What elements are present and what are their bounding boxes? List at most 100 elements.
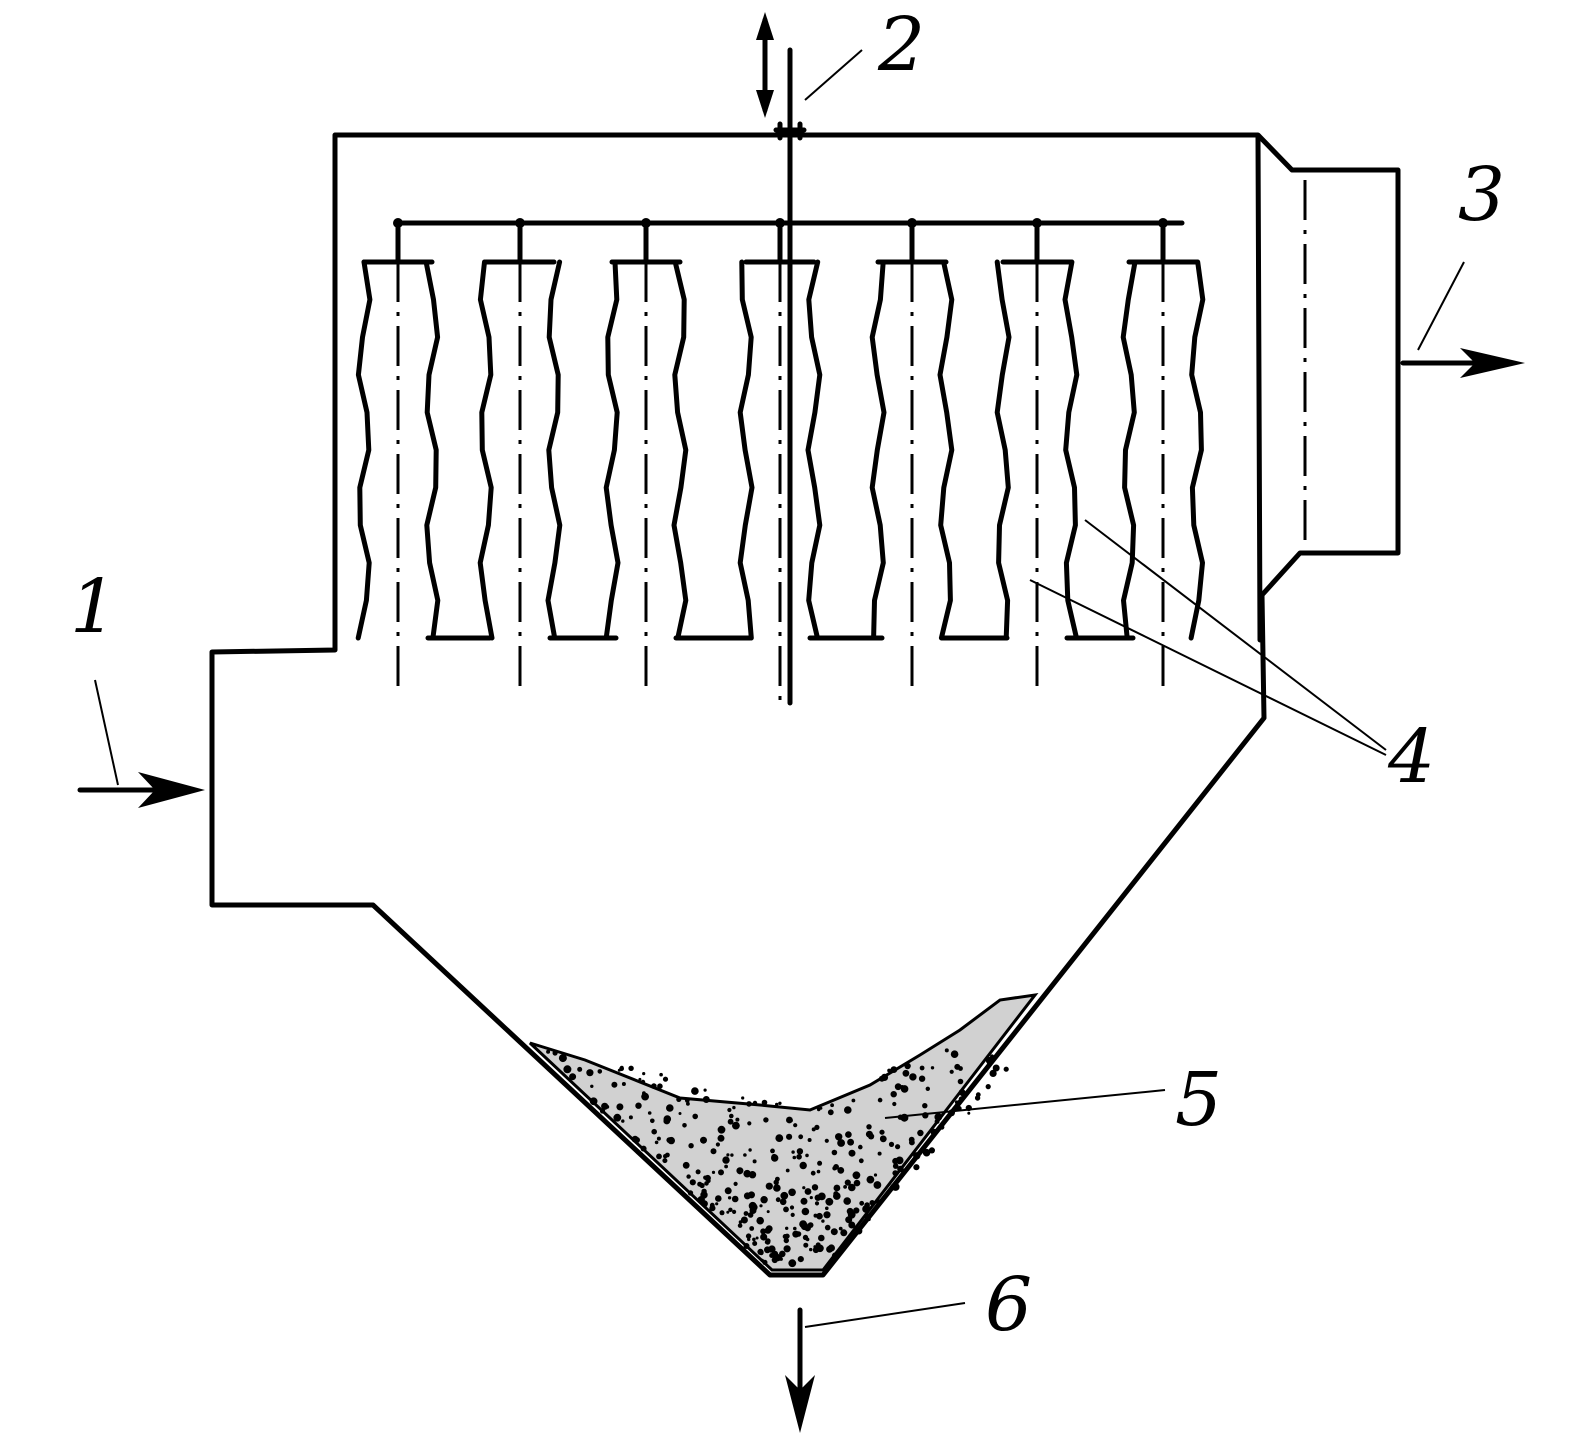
dust-speck [992,1064,1000,1072]
dust-speck [732,1105,736,1110]
dust-speck [819,1106,823,1110]
dust-speck [925,1086,930,1092]
dust-speck [831,1252,839,1260]
dust-speck [642,1093,649,1100]
dust-speck [851,1098,856,1103]
dust-speck [810,1170,816,1176]
dust-speck [939,1124,945,1130]
dust-speck [837,1167,845,1174]
dust-speck [892,1101,897,1107]
dust-speck [586,1069,594,1077]
dust-speck [791,1150,795,1154]
dust-speck [715,1195,722,1202]
dust-speck [892,1163,899,1169]
dust-speck [909,1073,917,1081]
dust-speck [816,1169,821,1174]
dust-speck [590,1084,594,1089]
dust-speck [763,1117,769,1123]
dust-speck [666,1104,674,1112]
collecting-tube [425,218,563,695]
dust-speck [727,1196,732,1200]
dust-speck [682,1123,687,1128]
dust-speck [890,1091,897,1098]
dust-speck [783,1206,789,1213]
dust-speck [823,1211,831,1219]
dust-speck [771,1256,778,1264]
dust-speck [837,1139,845,1147]
dust-speck [678,1112,682,1115]
dust-speck [616,1103,624,1111]
dust-speck [805,1237,810,1242]
dust-speck [719,1210,725,1216]
collecting-tube [1064,218,1206,695]
tube-joint [775,218,785,228]
dust-speck [589,1097,598,1106]
dust-speck [546,1049,551,1054]
up-down-arrow-icon [756,12,774,118]
tube-joint [1158,218,1168,228]
dust-speck [662,1076,669,1082]
collecting-tube [673,218,823,703]
dust-speck [738,1220,743,1224]
dust-speck [990,1054,995,1059]
dust-speck [949,1069,954,1074]
dust-speck [844,1106,852,1114]
dust-speck [852,1171,861,1180]
dust-speck [895,1144,901,1150]
dust-speck [733,1181,738,1186]
dust-speck [745,1233,752,1239]
dust-speck [766,1210,770,1214]
dust-speck [775,1134,784,1142]
dust-speck [913,1164,920,1171]
dust-speck [967,1111,971,1115]
dust-speck [864,1213,871,1220]
dust-speck [873,1181,882,1189]
dust-speck [761,1099,768,1106]
dust-speck [651,1128,657,1135]
dust-speck [818,1234,825,1242]
dust-speck [735,1117,740,1122]
dust-speck [799,1161,807,1170]
tube-right-wall [1062,259,1080,641]
dust-speck [879,1129,885,1135]
dust-speck [811,1127,816,1132]
dust-speck [858,1158,864,1164]
dust-speck [985,1056,994,1065]
dust-speck [890,1183,897,1191]
dust-speck [817,1160,823,1166]
tube-right-wall [671,259,689,641]
dust-speck [909,1139,915,1146]
dust-speck [770,1148,775,1154]
collecting-tube [547,218,689,695]
dust-speck [793,1123,798,1128]
collecting-electrodes [355,218,1206,703]
dust-speck [846,1237,851,1241]
dust-speck [900,1085,904,1089]
dust-speck [859,1200,865,1206]
dust-speck [853,1207,860,1214]
dust-speck [876,1199,882,1206]
dust-speck [743,1153,747,1157]
dust-speck [700,1200,708,1208]
dust-speck [845,1131,852,1138]
tube-left-wall [737,259,755,641]
tube-right-wall [1188,259,1206,641]
dust-speck [796,1148,804,1155]
tube-left-wall [603,259,621,641]
dust-speck [727,1118,734,1125]
dust-speck [843,1197,851,1205]
dust-speck [869,1200,875,1206]
dust-speck [764,1246,771,1254]
tube-right-wall [423,259,441,641]
dust-speck [621,1119,625,1123]
dust-speck [711,1170,716,1174]
dust-speck [743,1192,751,1200]
dust-speck [743,1169,751,1178]
dust-pile [528,992,1039,1272]
dust-speck [628,1065,634,1072]
dust-speck [703,1088,707,1092]
dust-speck [621,1082,626,1086]
label-electrode-rod: 2 [877,2,925,88]
label-dust: 5 [1175,1057,1222,1143]
dust-speck [737,1170,742,1175]
